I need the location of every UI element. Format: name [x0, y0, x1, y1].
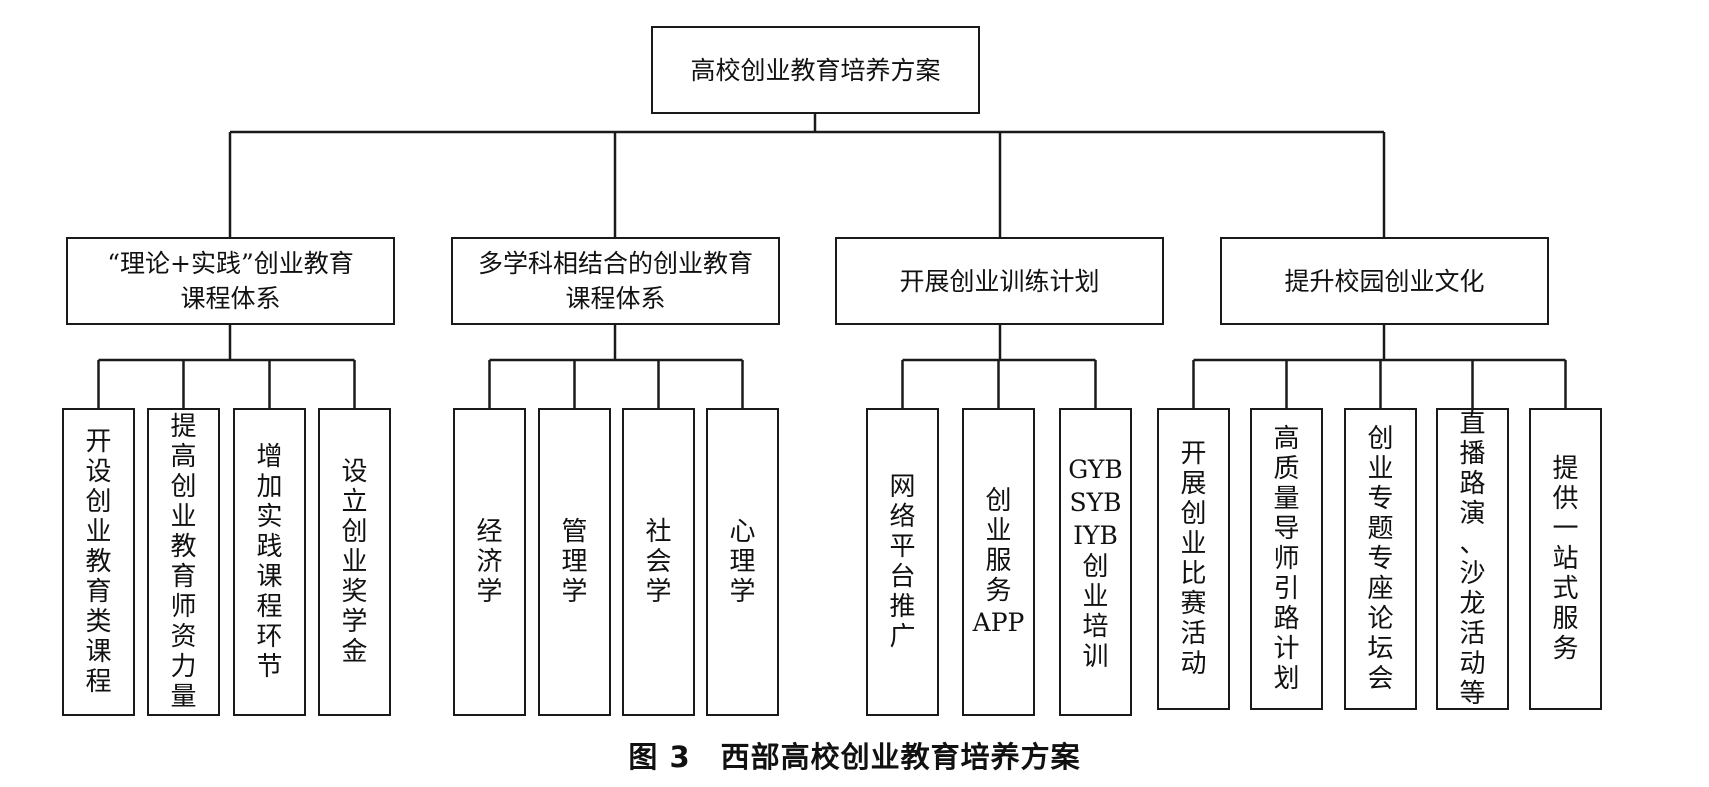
leaf-box: 创业专题专座论坛会 — [1344, 408, 1417, 710]
leaf-box: 直播路演、沙龙活动等 — [1436, 408, 1509, 710]
leaf-label: 创业专题专座论坛会 — [1367, 424, 1394, 694]
branch-label-line: “理论+实践”创业教育 — [107, 249, 354, 278]
branch-box-campus-culture: 提升校园创业文化 — [1220, 237, 1549, 325]
leaf-label: 提供一站式服务 — [1552, 454, 1579, 664]
leaf-label: 开展创业比赛活动 — [1180, 439, 1207, 679]
leaf-box: 心理学 — [706, 408, 779, 716]
branch-box-training-plan: 开展创业训练计划 — [835, 237, 1164, 325]
leaf-label: 增加实践课程环节 — [256, 442, 283, 682]
leaf-label: 经济学 — [476, 517, 503, 607]
branch-label-line: 开展创业训练计划 — [899, 266, 1100, 296]
figure-caption: 图 3 西部高校创业教育培养方案 — [628, 740, 1081, 774]
branch-label-line: 课程体系 — [565, 284, 666, 313]
leaf-label: 提高创业教育师资力量 — [170, 412, 197, 712]
leaf-box: 开展创业比赛活动 — [1157, 408, 1230, 710]
branch-label-line: 课程体系 — [180, 284, 281, 313]
leaf-box: 网络平台推广 — [866, 408, 939, 716]
leaf-box: 开设创业教育类课程 — [62, 408, 135, 716]
leaf-box: 设立创业奖学金 — [318, 408, 391, 716]
branch-box-theory-practice: “理论+实践”创业教育 课程体系 — [66, 237, 395, 325]
leaf-label: 开设创业教育类课程 — [85, 427, 112, 697]
branch-box-multidisciplinary: 多学科相结合的创业教育 课程体系 — [451, 237, 780, 325]
leaf-label: 管理学 — [561, 517, 588, 607]
leaf-label: 心理学 — [729, 517, 756, 607]
leaf-box: 提供一站式服务 — [1529, 408, 1602, 710]
leaf-box: 增加实践课程环节 — [233, 408, 306, 716]
leaf-box: 提高创业教育师资力量 — [147, 408, 220, 716]
leaf-label: 设立创业奖学金 — [341, 457, 368, 667]
leaf-label: 高质量导师引路计划 — [1273, 424, 1300, 694]
leaf-label: 网络平台推广 — [889, 472, 916, 652]
leaf-box: 社会学 — [622, 408, 695, 716]
leaf-label: 社会学 — [645, 517, 672, 607]
leaf-box: 管理学 — [538, 408, 611, 716]
root-box: 高校创业教育培养方案 — [651, 26, 980, 114]
root-label: 高校创业教育培养方案 — [690, 55, 941, 85]
branch-label-line: 多学科相结合的创业教育 — [477, 249, 753, 278]
branch-label-line: 提升校园创业文化 — [1284, 266, 1485, 296]
leaf-box: 经济学 — [453, 408, 526, 716]
leaf-box: 高质量导师引路计划 — [1250, 408, 1323, 710]
leaf-label: 直播路演、沙龙活动等 — [1459, 409, 1486, 709]
